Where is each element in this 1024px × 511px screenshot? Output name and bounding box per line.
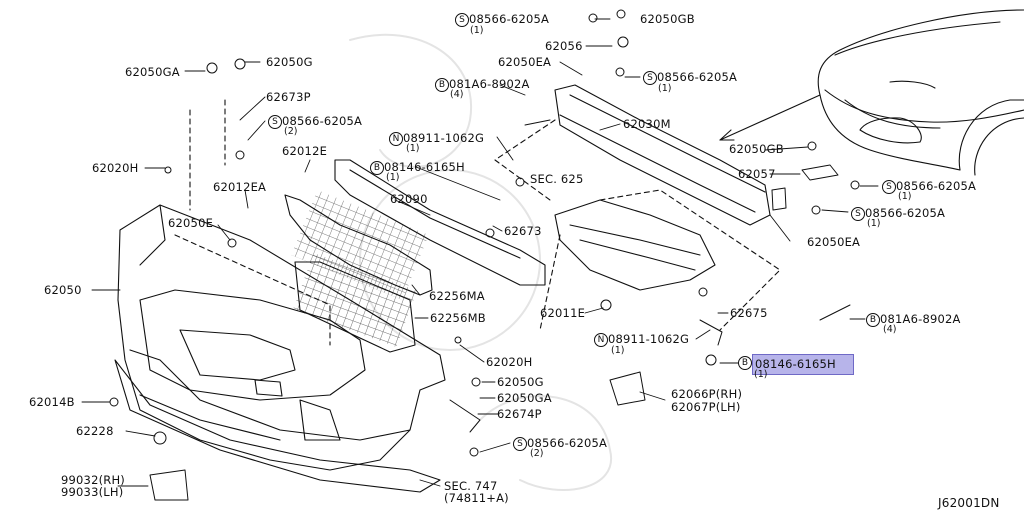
quantity-label: (1): [754, 369, 768, 380]
callout-62228[interactable]: 62228: [76, 424, 114, 438]
callout-08566-6205a[interactable]: 08566-6205A: [657, 70, 738, 84]
diagram-id: J62001DN: [938, 496, 1000, 510]
callout-62067p[interactable]: 62067P(LH): [671, 400, 741, 414]
bumper-reinforcement: [334, 159, 546, 286]
quantity-label: (4): [883, 324, 897, 335]
callout-081a6-8902a[interactable]: 081A6-8902A: [449, 77, 530, 91]
vehicle-arrow-line: [719, 94, 821, 141]
quantity-label: (2): [530, 448, 544, 459]
callout-62050ga[interactable]: 62050GA: [125, 65, 180, 79]
callout-62050ea[interactable]: 62050EA: [498, 55, 552, 69]
callout-62050gb[interactable]: 62050GB: [640, 12, 695, 26]
standard-bolt-marker: S: [455, 13, 469, 27]
standard-bolt-marker: S: [851, 207, 865, 221]
callout-62050g[interactable]: 62050G: [266, 55, 313, 69]
callout-08566-6205a[interactable]: 08566-6205A: [527, 436, 608, 450]
callout-62030m[interactable]: 62030M: [623, 117, 671, 131]
quantity-label: (1): [386, 172, 400, 183]
callout-62011e[interactable]: 62011E: [540, 306, 586, 320]
callout-62050gb[interactable]: 62050GB: [729, 142, 784, 156]
callout-62673p[interactable]: 62673P: [266, 90, 311, 104]
callout-62050ga[interactable]: 62050GA: [497, 391, 552, 405]
callout-62012ea[interactable]: 62012EA: [213, 180, 267, 194]
callout-62020h[interactable]: 62020H: [92, 161, 139, 175]
callout-08911-1062g[interactable]: 08911-1062G: [403, 131, 485, 145]
callout-sec-747[interactable]: SEC. 747: [444, 479, 498, 493]
quantity-label: (1): [658, 83, 672, 94]
quantity-label: (1): [406, 143, 420, 154]
callout-62050[interactable]: 62050: [44, 283, 82, 297]
callout-08911-1062g[interactable]: 08911-1062G: [608, 332, 690, 346]
callout-62050g[interactable]: 62050G: [497, 375, 544, 389]
callout-08566-6205a[interactable]: 08566-6205A: [865, 206, 946, 220]
callout-08146-6165h[interactable]: 08146-6165H: [755, 357, 836, 371]
callout-62050e[interactable]: 62050E: [168, 216, 214, 230]
callout-62056[interactable]: 62056: [545, 39, 583, 53]
leader-lines: [81, 18, 879, 487]
callout-62020h[interactable]: 62020H: [486, 355, 533, 369]
standard-bolt-marker: S: [513, 437, 527, 451]
callout-62014b[interactable]: 62014B: [29, 395, 75, 409]
callout-08566-6205a[interactable]: 08566-6205A: [469, 12, 550, 26]
lower-support: [554, 199, 716, 291]
callout-sec-625[interactable]: SEC. 625: [530, 172, 584, 186]
callout-62050ea[interactable]: 62050EA: [807, 235, 861, 249]
quantity-label: (1): [470, 25, 484, 36]
callout-62675[interactable]: 62675: [730, 306, 768, 320]
callout-08566-6205a[interactable]: 08566-6205A: [282, 114, 363, 128]
bolt-marker: B: [435, 78, 449, 92]
callout-99033[interactable]: 99033(LH): [61, 485, 124, 499]
bolt-marker: B: [370, 161, 384, 175]
callout-08566-6205a[interactable]: 08566-6205A: [896, 179, 977, 193]
nut-marker: N: [594, 333, 608, 347]
dashed-leaders: [174, 99, 781, 346]
standard-bolt-marker: S: [882, 180, 896, 194]
highlighted-callout[interactable]: 08146-6165H: [752, 354, 854, 375]
under-spoiler: [114, 359, 441, 493]
callout-08146-6165h[interactable]: 08146-6165H: [384, 160, 465, 174]
quantity-label: (2): [284, 126, 298, 137]
callout-99032[interactable]: 99032(RH): [61, 473, 125, 487]
callout-62256mb[interactable]: 62256MB: [430, 311, 486, 325]
callout-62090[interactable]: 62090: [390, 192, 428, 206]
fastener-glyphs: [109, 9, 860, 501]
quantity-label: (1): [898, 191, 912, 202]
quantity-label: (1): [611, 345, 625, 356]
callout-62256ma[interactable]: 62256MA: [429, 289, 485, 303]
callout-62673[interactable]: 62673: [504, 224, 542, 238]
upper-grille: [284, 190, 433, 300]
bolt-marker: B: [866, 313, 880, 327]
vehicle-arrow-head: [719, 129, 735, 141]
callout-081a6-8902a[interactable]: 081A6-8902A: [880, 312, 961, 326]
nut-marker: N: [389, 132, 403, 146]
quantity-label: (1): [867, 218, 881, 229]
callout-sec-747-sub: (74811+A): [444, 491, 509, 505]
front-bumper-fascia: [117, 204, 446, 471]
vehicle-sketch: [817, 9, 1024, 176]
standard-bolt-marker: S: [268, 115, 282, 129]
standard-bolt-marker: S: [643, 71, 657, 85]
bolt-marker: B: [738, 356, 752, 370]
callout-62057[interactable]: 62057: [738, 167, 776, 181]
callout-62012e[interactable]: 62012E: [282, 144, 328, 158]
quantity-label: (4): [450, 89, 464, 100]
callout-62066p[interactable]: 62066P(RH): [671, 387, 743, 401]
callout-62674p[interactable]: 62674P: [497, 407, 542, 421]
lower-grille: [293, 252, 417, 353]
